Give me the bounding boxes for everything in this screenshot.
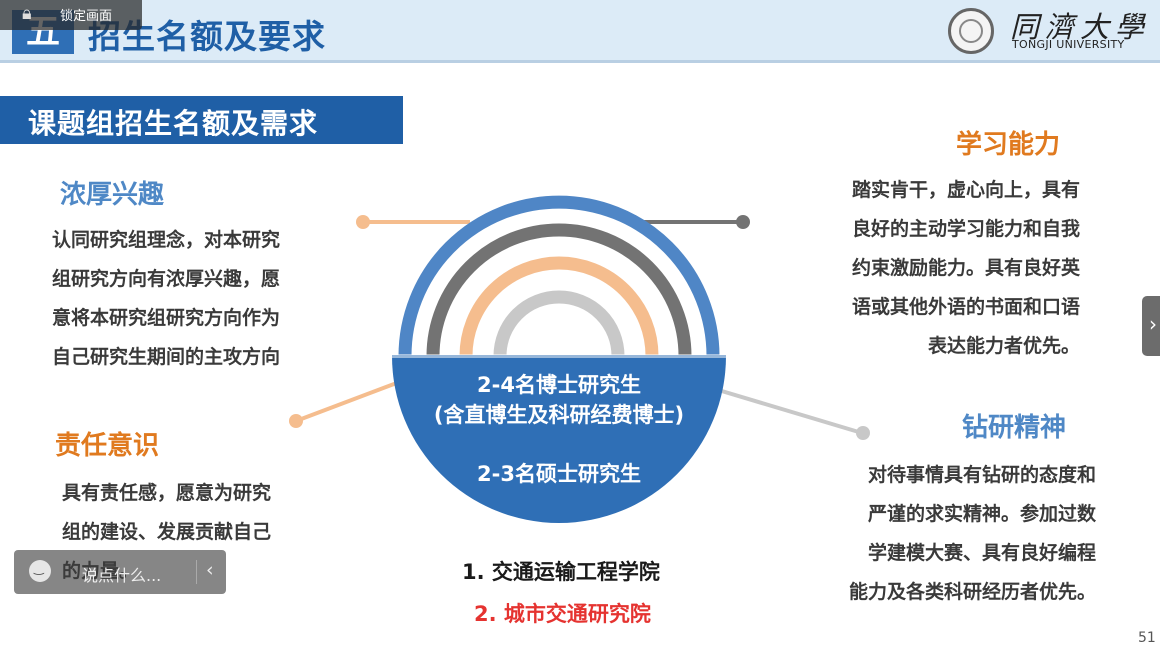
research-line: 能力及各类科研经历者优先。 [848,581,1096,603]
phd-line-2: (含直博生及科研经费博士) [433,403,685,427]
college-1: 1. 交通运输工程学院 [462,560,660,584]
interest-heading: 浓厚兴趣 [60,180,165,210]
research-paragraph: 对待事情具有钻研的态度和 严谨的求实精神。参加过数 学建模大赛、具有良好编程 能… [816,456,1096,612]
comment-divider [196,560,197,584]
university-name-en: TONGJI UNIVERSITY [1012,38,1125,51]
arc-outer-blue [398,195,720,357]
learning-line: 踏实肯干，虚心向上，具有 [851,179,1080,201]
subtitle-text: 课题组招生名额及需求 [28,107,319,140]
phd-quota: 2-4名博士研究生 (含直博生及科研经费博士) [392,370,726,430]
responsibility-line: 组的建设、发展贡献自己 [62,521,272,543]
research-line: 对待事情具有钻研的态度和 [867,464,1096,486]
lock-screen-label: 锁定画面 [60,9,113,24]
responsibility-line: 具有责任感，愿意为研究 [62,482,272,504]
interest-line: 组研究方向有浓厚兴趣，愿 [52,268,281,290]
learning-heading: 学习能力 [956,130,1061,160]
arc-gray-light [493,290,625,357]
university-name-cn: 同濟大學 [1010,10,1151,44]
research-heading: 钻研精神 [962,413,1067,443]
connector-responsibility [295,379,403,423]
lock-screen-button[interactable]: 🔒︎ 锁定画面 [0,0,142,30]
dot-responsibility [289,414,303,428]
research-line: 学建模大赛、具有良好编程 [867,542,1096,564]
enrollment-disc [392,356,726,523]
next-page-button[interactable]: › [1142,296,1160,356]
comment-bar[interactable]: 说点什么... ‹ [14,550,226,594]
dot-interest [356,215,370,229]
responsibility-heading: 责任意识 [55,431,160,461]
interest-line: 自己研究生期间的主攻方向 [52,346,281,368]
university-seal-icon [948,8,994,54]
arc-gray-dark [426,223,692,357]
connector-research [704,384,863,435]
chevron-left-icon[interactable]: ‹ [206,559,214,581]
comment-input[interactable]: 说点什么... [82,566,162,585]
header-divider [0,60,1160,63]
learning-line: 表达能力者优先。 [927,335,1080,357]
subtitle-banner: 课题组招生名额及需求 [0,96,403,144]
college-2: 2. 城市交通研究院 [474,602,651,626]
phd-line-1: 2-4名博士研究生 [477,373,641,397]
emoji-icon[interactable] [29,560,51,582]
page-number: 51 [1138,630,1156,646]
interest-line: 意将本研究组研究方向作为 [52,307,281,329]
learning-line: 良好的主动学习能力和自我 [851,218,1080,240]
arc-peach [459,256,659,357]
dot-research [856,426,870,440]
research-line: 严谨的求实精神。参加过数 [867,503,1096,525]
interest-paragraph: 认同研究组理念，对本研究 组研究方向有浓厚兴趣，愿 意将本研究组研究方向作为 自… [52,221,280,377]
learning-line: 语或其他外语的书面和口语 [851,296,1080,318]
master-quota: 2-3名硕士研究生 [477,462,641,486]
interest-line: 认同研究组理念，对本研究 [52,229,281,251]
dot-learning [736,215,750,229]
lock-icon: 🔒︎ [22,3,32,24]
chevron-right-icon: › [1149,312,1157,336]
learning-paragraph: 踏实肯干，虚心向上，具有 良好的主动学习能力和自我 约束激励能力。具有良好英 语… [818,171,1080,366]
learning-line: 约束激励能力。具有良好英 [851,257,1080,279]
